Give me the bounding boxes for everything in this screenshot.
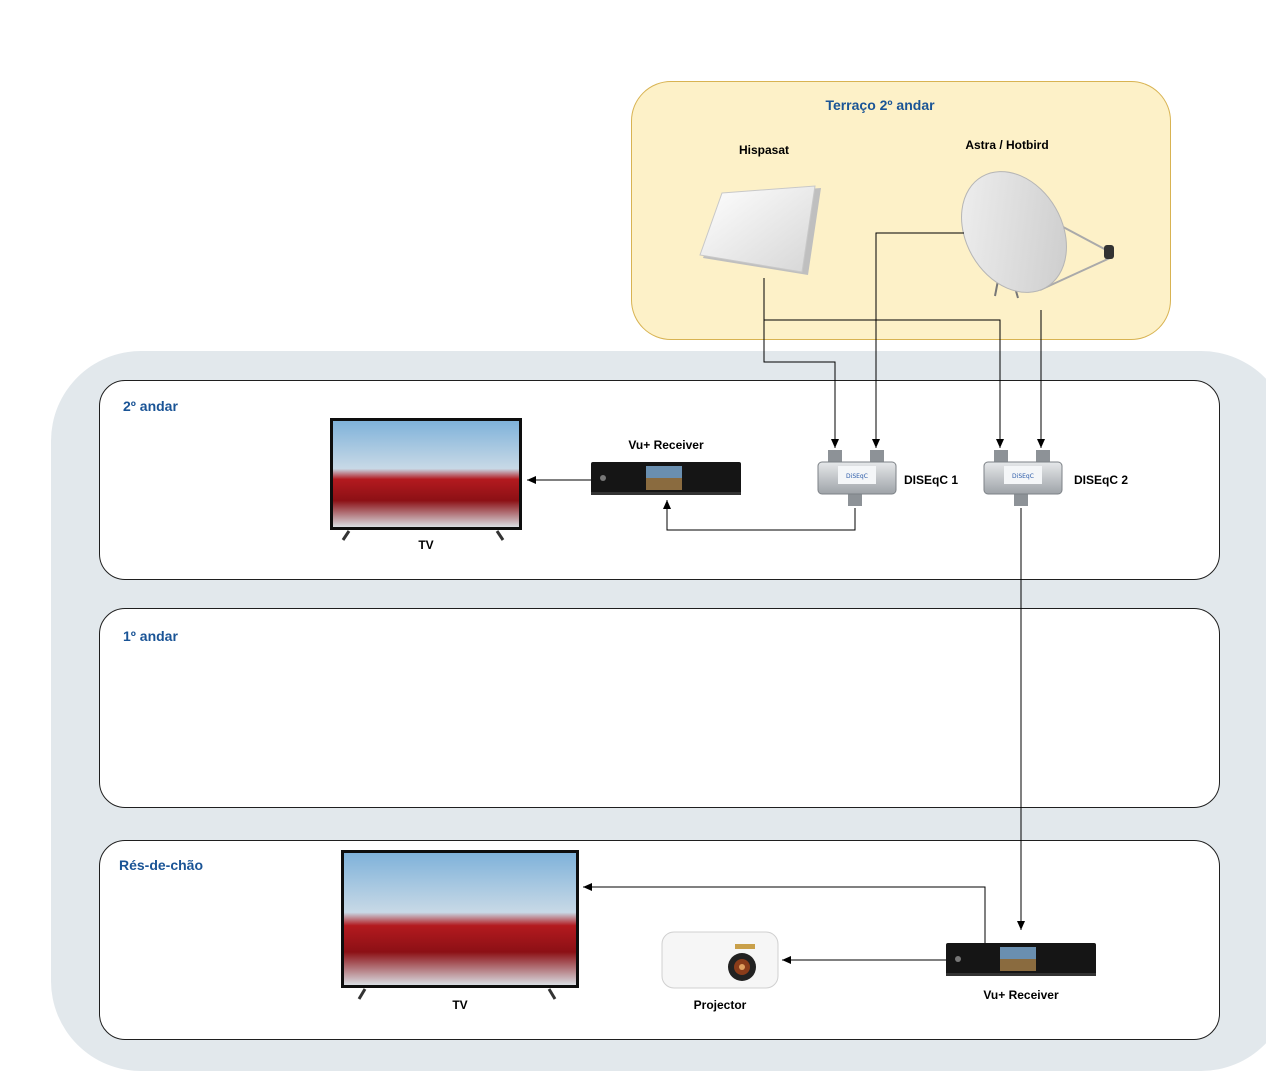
receiver-bottom-icon <box>946 943 1096 976</box>
floor-ground-title: Rés-de-chão <box>119 857 204 873</box>
hispasat-antenna-icon <box>699 185 821 275</box>
receiver-top-icon <box>591 462 741 495</box>
floor-ground <box>99 840 1220 1040</box>
tv-top-icon <box>330 418 522 541</box>
floor-1 <box>99 608 1220 808</box>
diseqc1-label: DISEqC 1 <box>904 473 959 487</box>
tv-top-label: TV <box>418 538 434 552</box>
diseqc2-switch-icon: DiSEqC <box>983 450 1063 506</box>
svg-text:DiSEqC: DiSEqC <box>1012 473 1034 480</box>
tv-bottom-label: TV <box>452 998 468 1012</box>
astra-label: Astra / Hotbird <box>965 138 1049 152</box>
signal-wires <box>527 232 1045 964</box>
floor-1-title: 1º andar <box>123 628 178 644</box>
svg-text:DiSEqC: DiSEqC <box>846 473 868 480</box>
astra-dish-icon <box>961 171 1114 299</box>
diseqc2-label: DISEqC 2 <box>1074 473 1129 487</box>
tv-bottom-icon <box>341 850 579 1000</box>
projector-icon <box>661 931 779 989</box>
projector-label: Projector <box>693 998 747 1012</box>
terrace-title: Terraço 2º andar <box>825 97 935 113</box>
receiver-bottom-label: Vu+ Receiver <box>983 988 1059 1002</box>
receiver-top-label: Vu+ Receiver <box>628 438 704 452</box>
floor-2-title: 2º andar <box>123 398 178 414</box>
diseqc1-switch-icon: DiSEqC <box>817 450 897 506</box>
hispasat-label: Hispasat <box>738 143 790 157</box>
